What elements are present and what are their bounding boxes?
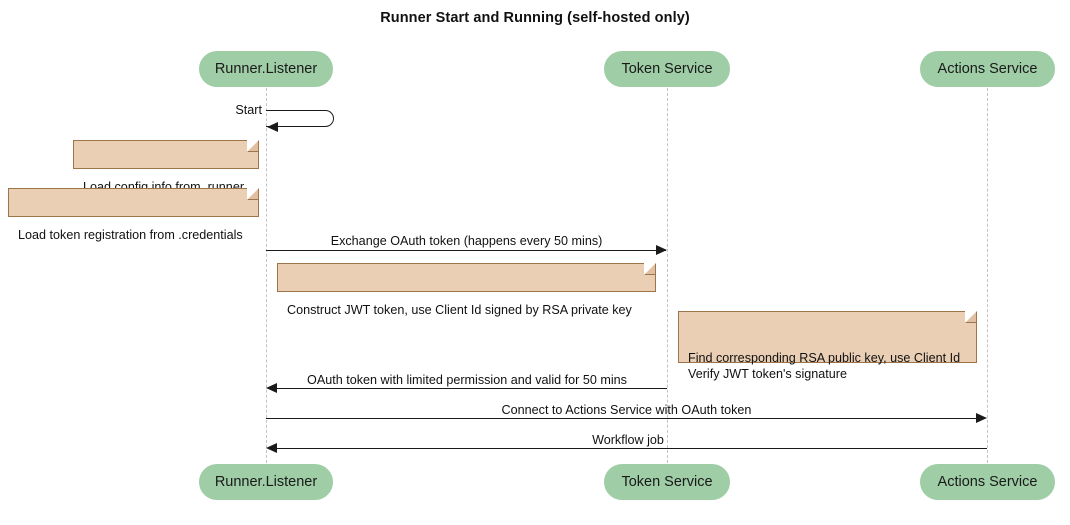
message-line-exchange-oauth bbox=[266, 250, 666, 251]
message-line-workflow-job bbox=[277, 448, 987, 449]
message-label-connect-actions: Connect to Actions Service with OAuth to… bbox=[501, 403, 752, 417]
note-load-config: Load config info from .runner bbox=[73, 140, 259, 194]
note-construct-jwt: Construct JWT token, use Client Id signe… bbox=[277, 263, 656, 317]
participant-token-service-bottom[interactable]: Token Service bbox=[604, 464, 730, 500]
message-arrowhead-workflow-job bbox=[266, 442, 277, 453]
participant-runner-listener-top[interactable]: Runner.Listener bbox=[199, 51, 333, 87]
participant-token-service-top[interactable]: Token Service bbox=[604, 51, 730, 87]
note-fold-corner-icon bbox=[965, 311, 977, 323]
message-label-workflow-job: Workflow job bbox=[592, 433, 664, 447]
lifeline-token-service bbox=[667, 88, 668, 463]
note-load-token-registration: Load token registration from .credential… bbox=[8, 188, 259, 242]
message-arrowhead-oauth-token-return bbox=[266, 382, 277, 393]
lifeline-runner-listener bbox=[266, 88, 267, 463]
note-verify-jwt: Find corresponding RSA public key, use C… bbox=[678, 311, 977, 381]
message-line-oauth-token-return bbox=[277, 388, 667, 389]
note-load-token-registration-text: Load token registration from .credential… bbox=[18, 228, 243, 242]
participant-actions-service-top[interactable]: Actions Service bbox=[920, 51, 1055, 87]
participant-actions-service-bottom[interactable]: Actions Service bbox=[920, 464, 1055, 500]
message-arrowhead-connect-actions bbox=[976, 412, 987, 423]
self-message-arrowhead-start bbox=[267, 121, 278, 132]
note-construct-jwt-text: Construct JWT token, use Client Id signe… bbox=[287, 303, 632, 317]
note-verify-jwt-text: Find corresponding RSA public key, use C… bbox=[688, 351, 961, 381]
note-fold-corner-icon bbox=[644, 263, 656, 275]
lifeline-actions-service bbox=[987, 88, 988, 463]
diagram-title: Runner Start and Running (self-hosted on… bbox=[380, 10, 690, 26]
message-arrowhead-exchange-oauth bbox=[656, 244, 667, 255]
self-message-label-start: Start bbox=[235, 103, 262, 117]
message-line-connect-actions bbox=[266, 418, 977, 419]
note-fold-corner-icon bbox=[247, 188, 259, 200]
participant-runner-listener-bottom[interactable]: Runner.Listener bbox=[199, 464, 333, 500]
message-label-exchange-oauth: Exchange OAuth token (happens every 50 m… bbox=[330, 234, 603, 248]
note-fold-corner-icon bbox=[247, 140, 259, 152]
message-label-oauth-token-return: OAuth token with limited permission and … bbox=[307, 373, 627, 387]
self-message-loop-start bbox=[266, 110, 334, 127]
